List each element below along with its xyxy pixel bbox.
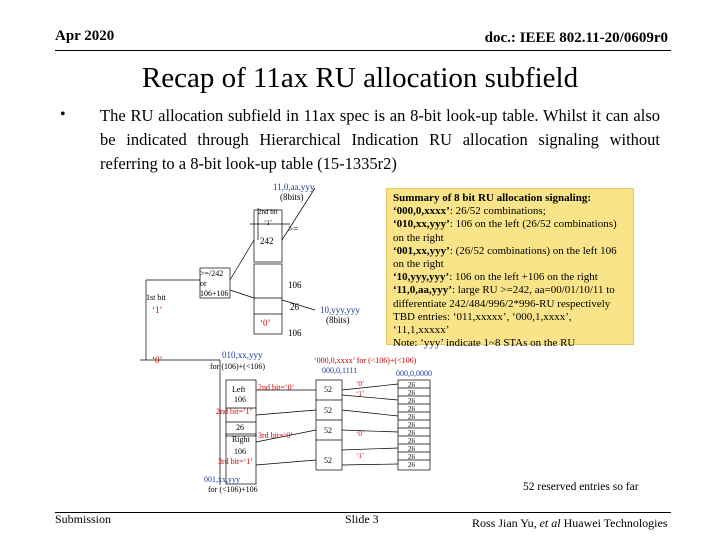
footer-authors: Ross Jian Yu, et al Huawei Technologies xyxy=(472,516,668,530)
cell-26-10: 26 xyxy=(408,453,416,461)
box-52-b: 52 xyxy=(324,406,332,415)
zero-label-mid: ‘0’ xyxy=(260,318,271,328)
cell-26-6: 26 xyxy=(408,421,416,429)
summary-line: ‘10,yyy,yyy’: 106 on the left +106 on th… xyxy=(393,271,598,284)
zero-label-r1: ‘0’ xyxy=(356,380,364,388)
summary-line: ‘001,xx,yyy’: (26/52 combinations) on th… xyxy=(393,244,617,257)
one-label-top: ‘1’ xyxy=(264,219,272,227)
bullet-marker: • xyxy=(60,106,66,123)
cell-26-4: 26 xyxy=(408,405,416,413)
one-label-r2: ‘1’ xyxy=(356,452,364,460)
summary-line: TBD entries: ‘011,xxxxx’, ‘000,1,xxxx’, … xyxy=(393,310,572,337)
mid-26-label: 26 xyxy=(236,423,244,432)
summary-line: Note: ‘yyy’ indicate 1~8 STAs on the RU xyxy=(393,337,576,350)
left-label: Left xyxy=(232,385,246,394)
cell-26-11: 26 xyxy=(408,461,416,469)
summary-line: ‘000,0,xxxx’: 26/52 combinations; xyxy=(393,205,546,218)
cell-26-5: 26 xyxy=(408,413,416,421)
code-000-0-0000: 000,0,0000 xyxy=(396,369,432,378)
cell-26-3: 26 xyxy=(408,397,416,405)
second-bit-1-label: 2nd bit=‘1’ xyxy=(216,407,252,416)
summary-line: on the right xyxy=(393,231,444,244)
box-52-c: 52 xyxy=(324,426,332,435)
third-bit-0-label: 3rd bit=‘0’ xyxy=(258,431,293,440)
second-bit-0-label: 2nd bit=‘0’ xyxy=(258,383,294,392)
footer-divider xyxy=(55,512,671,513)
cell-26-2: 26 xyxy=(408,389,416,397)
code-11-0-aa-yyy: 11,0,aa,yyy xyxy=(273,182,315,192)
header-doc-id: doc.: IEEE 802.11-20/0609r0 xyxy=(484,30,668,46)
code-000-0-1111: 000,0,1111 xyxy=(322,366,357,375)
right-106: 106 xyxy=(234,447,246,456)
zero-label-r2: ‘0’ xyxy=(356,430,364,438)
footer-submission: Submission xyxy=(55,512,112,526)
code-001-xx-yyy: 001,xx,yyy xyxy=(204,475,240,484)
footer-slide-number: Slide 3 xyxy=(345,512,379,526)
ge-label: >= xyxy=(288,224,298,234)
cell-26-9: 26 xyxy=(408,445,416,453)
yyy-bits-label: (8bits) xyxy=(326,315,350,325)
first-bit-label: 1st bit xyxy=(146,293,167,302)
one-label-r1: ‘1’ xyxy=(356,390,364,398)
bullet-text: The RU allocation subfield in 11ax spec … xyxy=(100,106,660,173)
summary-line: ‘11,0,aa,yyy’: large RU >=242, aa=00/01/… xyxy=(393,284,615,297)
cell-26-8: 26 xyxy=(408,437,416,445)
value-242: 242 xyxy=(260,236,274,246)
box-52-a: 52 xyxy=(324,385,332,394)
second-bit-label: 2nd bit xyxy=(258,208,278,216)
or-label: or xyxy=(200,279,207,288)
third-bit-1-label: 3rd bit=‘1’ xyxy=(218,457,253,466)
box-52-d: 52 xyxy=(324,456,332,465)
zero-label-left: ‘0’ xyxy=(152,355,163,365)
left-106: 106 xyxy=(234,395,246,404)
summary-line: differentiate 242/484/996/2*996-RU respe… xyxy=(393,297,611,310)
ru-signaling-summary: Summary of 8 bit RU allocation signaling… xyxy=(386,188,634,349)
code-000-0-xxxx: ‘000,0,xxxx’ for (<106)+(<106) xyxy=(314,356,417,365)
code-010-xx-yyy: 010,xx,yyy xyxy=(222,350,263,360)
header-date: Apr 2020 xyxy=(55,28,115,44)
right-label: Right xyxy=(232,435,251,444)
ge-242-label: >=/242 xyxy=(200,269,223,278)
ru-tree-diagram: 11,0,aa,yyy (8bits) 2nd bit ‘1’ >= 242 1… xyxy=(140,182,432,494)
slide-title: Recap of 11ax RU allocation subfield xyxy=(141,62,579,94)
cell-26-1: 26 xyxy=(408,381,416,389)
code-10-yyy-yyy: 10,yyy,yyy xyxy=(320,305,360,315)
one-label-left: ‘1’ xyxy=(152,305,163,315)
value-106-b: 106 xyxy=(288,328,302,338)
value-106-a: 106 xyxy=(288,280,302,290)
reserved-entries-note: 52 reserved entries so far xyxy=(523,481,639,493)
top-bits-label: (8bits) xyxy=(280,192,304,202)
code-001-desc: for (<106)+106 xyxy=(208,485,258,494)
code-010-desc: for (106)+(<106) xyxy=(210,362,265,371)
summary-heading: Summary of 8 bit RU allocation signaling… xyxy=(393,192,592,204)
summary-line: ‘010,xx,yyy’: 106 on the left (26/52 com… xyxy=(393,218,617,231)
header-divider xyxy=(55,50,671,51)
summary-lines: ‘000,0,xxxx’: 26/52 combinations;‘010,xx… xyxy=(393,205,627,350)
106-106-label: 106+106 xyxy=(200,289,229,298)
cell-26-7: 26 xyxy=(408,429,416,437)
value-26-a: 26 xyxy=(290,302,300,312)
summary-line: on the right xyxy=(393,258,444,271)
